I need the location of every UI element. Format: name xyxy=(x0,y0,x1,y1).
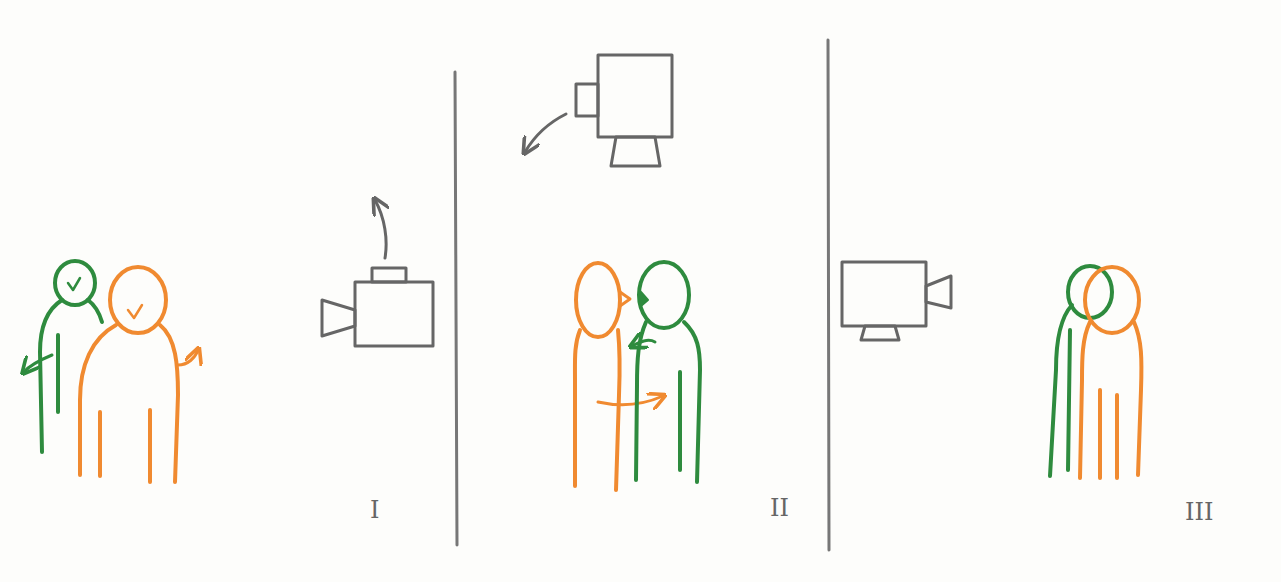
camera xyxy=(525,55,672,166)
panel-number: III xyxy=(1185,498,1213,526)
panel-divider xyxy=(828,40,829,550)
green-figure xyxy=(24,261,102,452)
orange-figure xyxy=(1080,267,1141,478)
camera xyxy=(322,200,433,346)
green-figure xyxy=(632,262,700,482)
orange-figure xyxy=(575,263,663,490)
camera xyxy=(842,262,951,340)
panel-number: II xyxy=(770,494,789,522)
panel-divider xyxy=(455,72,457,545)
orange-figure xyxy=(80,267,198,482)
panel-number: I xyxy=(370,496,379,524)
